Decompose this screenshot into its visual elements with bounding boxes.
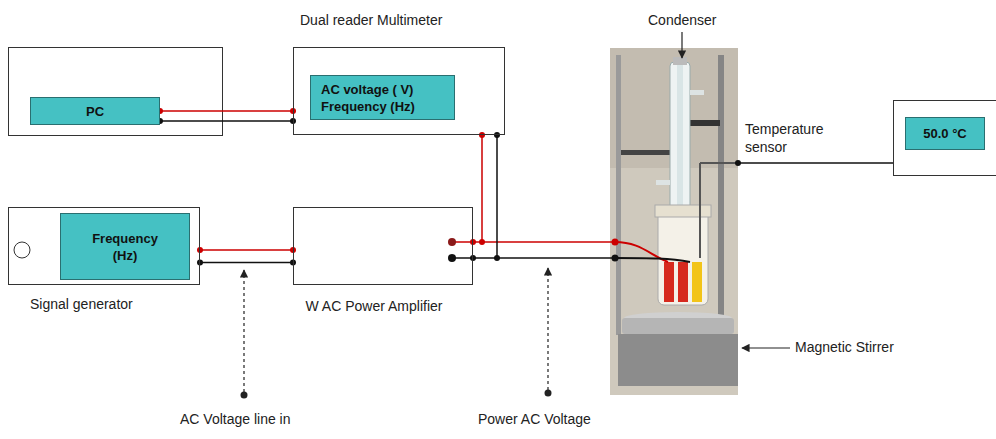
clamp xyxy=(621,150,671,155)
wire-pair xyxy=(197,247,296,265)
terminal-dot xyxy=(735,160,741,166)
display-reading: PC xyxy=(86,103,104,120)
electrode xyxy=(678,262,688,302)
terminal-dot xyxy=(494,255,500,261)
output-wire xyxy=(497,257,615,259)
terminal-dot xyxy=(470,239,476,245)
display-reading: 50.0 °C xyxy=(923,125,967,142)
display-panel: AC voltage ( V) Frequency (Hz) xyxy=(310,75,455,120)
terminal-dot xyxy=(448,254,456,262)
stand-rod xyxy=(718,55,724,335)
wire xyxy=(200,249,293,251)
condenser-tube xyxy=(677,62,683,212)
part-label: Magnetic Stirrer xyxy=(795,339,894,356)
instrument-name: W AC Power Amplifier xyxy=(294,294,454,319)
leader-arrow xyxy=(742,347,790,348)
leader-arrow xyxy=(681,32,682,58)
terminal-dot xyxy=(197,259,203,265)
terminal-dot xyxy=(494,132,500,138)
display-reading: AC voltage ( V) Frequency (Hz) xyxy=(321,81,441,115)
output-wire xyxy=(482,241,615,243)
display-panel: 50.0 °C xyxy=(905,117,985,150)
display-panel: Frequency (Hz) xyxy=(60,213,190,280)
apparatus-photo xyxy=(610,48,738,395)
thermometer-housing xyxy=(894,101,996,176)
wire xyxy=(473,135,497,258)
terminal-dot xyxy=(479,239,485,245)
display-panel: PC xyxy=(30,97,160,125)
part-label: AC Voltage line in xyxy=(180,411,291,428)
electrode xyxy=(664,262,674,302)
dashed-pointer xyxy=(547,268,548,390)
wire-pair xyxy=(470,132,500,261)
wire xyxy=(473,135,482,242)
condenser-arm xyxy=(656,180,670,185)
vessel-lid xyxy=(655,205,711,217)
wire xyxy=(200,262,293,264)
clamp xyxy=(690,120,720,126)
generator-knob xyxy=(14,242,30,258)
pc-housing xyxy=(9,48,223,136)
wire xyxy=(160,110,293,112)
part-label: Condenser xyxy=(648,12,717,29)
sensor-wire xyxy=(738,162,893,164)
condenser-top xyxy=(673,57,687,65)
dashed-pointer xyxy=(243,270,244,392)
sensor-probe xyxy=(700,162,738,164)
pointer-dot xyxy=(545,390,552,397)
wire xyxy=(160,120,293,122)
instrument-box: Dual reader MultimeterAC voltage ( V) Fr… xyxy=(293,47,505,135)
stand-rod xyxy=(616,55,621,335)
part-label: Temperature sensor xyxy=(745,120,845,156)
cable xyxy=(615,258,690,262)
instrument-box: Signal generatorFrequency (Hz) xyxy=(8,207,200,285)
stirrer-base xyxy=(618,334,738,386)
terminal-dot xyxy=(612,255,619,262)
terminal-dot xyxy=(479,132,485,138)
wire-pair xyxy=(157,108,296,124)
condenser-arm xyxy=(690,90,704,95)
instrument-name: Signal generator xyxy=(30,296,200,313)
part-label: Power AC Voltage xyxy=(478,411,591,428)
sensor-probe xyxy=(699,163,701,258)
instrument-name: Dual reader Multimeter xyxy=(300,12,520,29)
instrument-box: W AC Power Amplifier xyxy=(293,207,473,285)
display-reading: Frequency (Hz) xyxy=(85,230,165,264)
stirrer-plate xyxy=(622,318,734,334)
condenser-jacket xyxy=(670,62,690,212)
terminal-dot xyxy=(448,238,456,246)
electrode xyxy=(692,262,702,302)
terminal-dot xyxy=(612,239,619,246)
terminal-dot xyxy=(470,255,476,261)
terminal-dot xyxy=(197,247,203,253)
pointer-dot xyxy=(241,392,248,399)
photo-ground xyxy=(610,48,738,395)
